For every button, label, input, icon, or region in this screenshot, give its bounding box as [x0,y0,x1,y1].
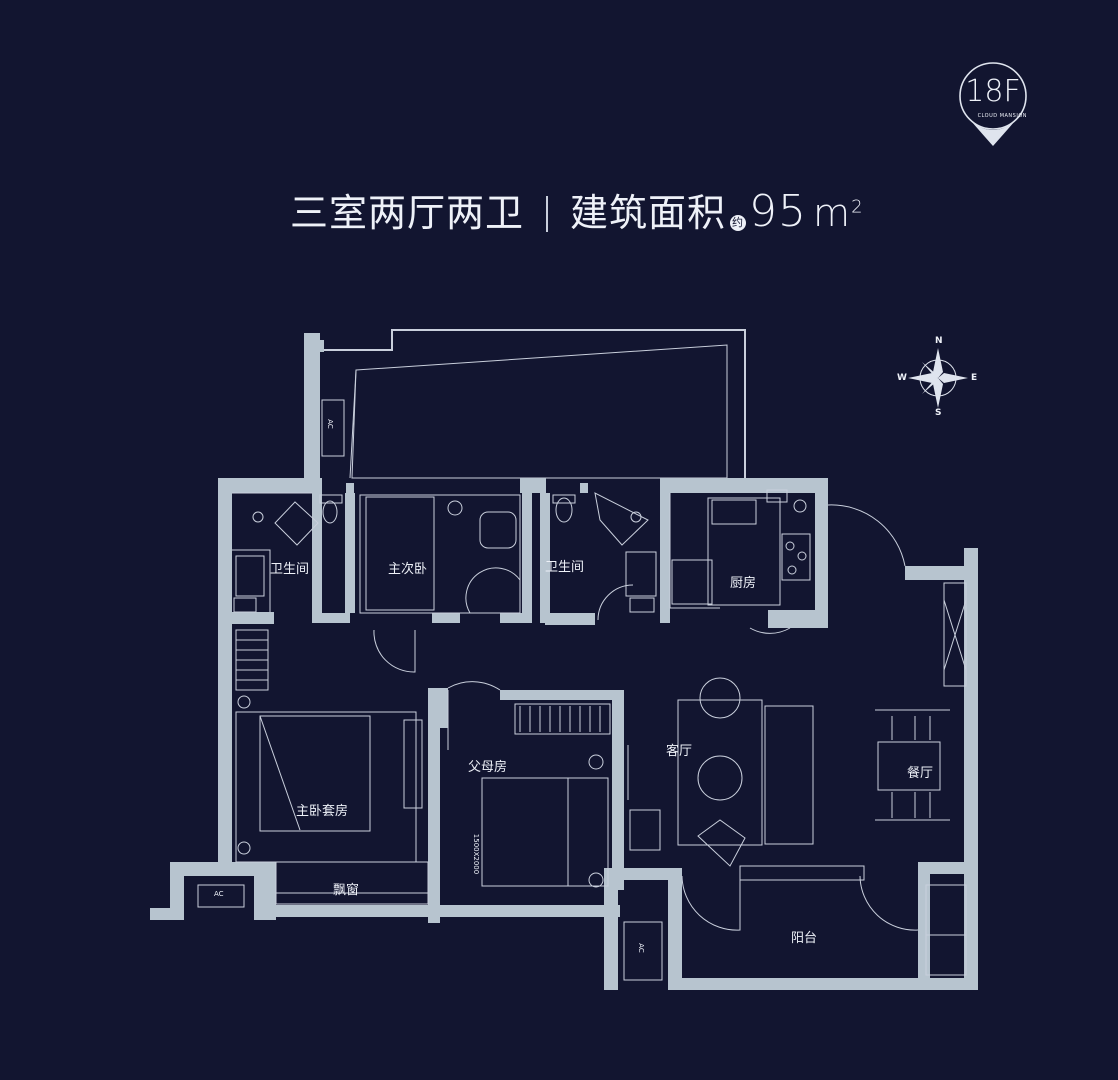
dining-room-label: 餐厅 [907,766,934,781]
compass-icon [908,348,968,408]
unit-type: 三室两厅两卫 [290,191,525,235]
bathroom-right-label: 卫生间 [545,560,585,575]
approx-mark: 约 [730,215,747,231]
parents-room-label: 父母房 [468,760,508,775]
brand-name: CLOUD MANSION [977,113,1027,119]
bed-size-tag: 1500X2000 [472,833,481,875]
area-value: 95 [749,186,808,237]
area-label: 建筑面积 [570,191,727,235]
area-unit: m2 [813,191,864,235]
compass-east: E [971,373,978,383]
pin-icon [959,62,1027,146]
walls [150,333,978,990]
plan-title: 三室两厅两卫 建筑面积 约 95 m2 [290,182,864,242]
living-room-label: 客厅 [666,744,693,759]
compass-south: S [935,408,942,418]
title-divider [546,196,549,232]
bay-window-label: 飘窗 [333,883,360,898]
kitchen-label: 厨房 [730,576,757,591]
ac-tag-bottom: AC [636,943,645,953]
compass-north: N [935,336,943,346]
ac-tag-top: AC [325,419,334,429]
floor-badge: 18F CLOUD MANSION [955,58,1031,150]
floor-number: 18F [965,74,1021,109]
ac-tag-bottom-left: AC [214,890,224,898]
bathroom-left-label: 卫生间 [270,562,310,577]
compass-west: W [897,373,907,383]
balcony-label: 阳台 [791,931,818,946]
second-bedroom-label: 主次卧 [388,562,428,577]
master-suite-label: 主卧套房 [296,804,349,819]
